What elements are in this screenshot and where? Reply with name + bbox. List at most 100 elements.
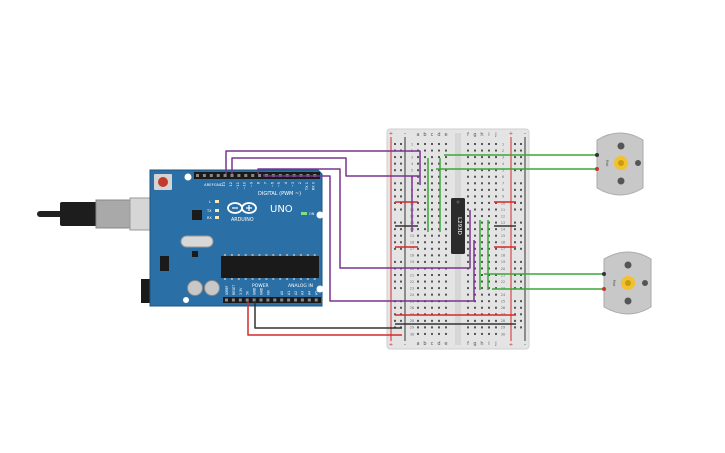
breadboard-hole[interactable] xyxy=(431,188,433,191)
breadboard-hole[interactable] xyxy=(495,332,497,335)
breadboard-hole[interactable] xyxy=(474,182,476,185)
rail-hole[interactable] xyxy=(400,201,402,204)
breadboard-hole[interactable] xyxy=(481,188,483,191)
rail-hole[interactable] xyxy=(400,247,402,250)
breadboard-hole[interactable] xyxy=(488,208,490,211)
breadboard-hole[interactable] xyxy=(438,306,440,309)
breadboard-hole[interactable] xyxy=(417,274,419,276)
rail-hole[interactable] xyxy=(400,195,402,198)
rail-hole[interactable] xyxy=(514,208,516,211)
rail-hole[interactable] xyxy=(400,260,402,263)
l293d-chip[interactable]: L293D xyxy=(451,198,465,254)
breadboard-hole[interactable] xyxy=(431,221,433,224)
breadboard-hole[interactable] xyxy=(474,267,476,270)
rail-hole[interactable] xyxy=(520,260,522,263)
breadboard-hole[interactable] xyxy=(438,241,440,244)
breadboard-hole[interactable] xyxy=(474,143,476,145)
rail-hole[interactable] xyxy=(394,306,396,309)
breadboard-hole[interactable] xyxy=(438,254,440,257)
breadboard-hole[interactable] xyxy=(438,215,440,218)
breadboard-hole[interactable] xyxy=(424,319,426,322)
digital-pin[interactable] xyxy=(251,174,255,177)
breadboard-hole[interactable] xyxy=(488,201,490,204)
breadboard-hole[interactable] xyxy=(474,234,476,237)
rail-hole[interactable] xyxy=(400,280,402,283)
breadboard-hole[interactable] xyxy=(474,247,476,250)
breadboard-hole[interactable] xyxy=(417,280,419,283)
breadboard-hole[interactable] xyxy=(431,326,433,329)
breadboard-hole[interactable] xyxy=(438,201,440,204)
rail-hole[interactable] xyxy=(520,247,522,250)
rail-hole[interactable] xyxy=(400,169,402,172)
breadboard-hole[interactable] xyxy=(445,228,447,231)
rail-hole[interactable] xyxy=(394,274,396,276)
breadboard-hole[interactable] xyxy=(467,306,469,309)
breadboard-hole[interactable] xyxy=(417,228,419,231)
breadboard-hole[interactable] xyxy=(431,254,433,257)
wire-purple-2[interactable] xyxy=(231,157,420,177)
breadboard-jumpers[interactable] xyxy=(395,158,516,325)
breadboard-hole[interactable] xyxy=(445,319,447,322)
breadboard-hole[interactable] xyxy=(495,208,497,211)
breadboard-hole[interactable] xyxy=(445,221,447,224)
rail-hole[interactable] xyxy=(520,208,522,211)
rail-hole[interactable] xyxy=(514,182,516,185)
breadboard-hole[interactable] xyxy=(445,241,447,244)
breadboard-hole[interactable] xyxy=(474,169,476,172)
rail-hole[interactable] xyxy=(514,241,516,244)
breadboard-hole[interactable] xyxy=(495,234,497,237)
reset-button-cap[interactable] xyxy=(158,177,168,187)
rail-hole[interactable] xyxy=(394,156,396,159)
breadboard-hole[interactable] xyxy=(424,188,426,191)
rail-hole[interactable] xyxy=(394,195,396,198)
rail-hole[interactable] xyxy=(520,228,522,231)
rail-hole[interactable] xyxy=(514,300,516,303)
breadboard-hole[interactable] xyxy=(424,175,426,178)
breadboard-hole[interactable] xyxy=(431,234,433,237)
breadboard-hole[interactable] xyxy=(495,300,497,303)
breadboard-hole[interactable] xyxy=(481,201,483,204)
breadboard-hole[interactable] xyxy=(495,326,497,329)
rail-hole[interactable] xyxy=(514,149,516,152)
breadboard-hole[interactable] xyxy=(481,234,483,237)
power-analog-pin[interactable] xyxy=(225,298,228,302)
breadboard-hole[interactable] xyxy=(438,280,440,283)
breadboard-hole[interactable] xyxy=(438,326,440,329)
breadboard-hole[interactable] xyxy=(488,306,490,309)
breadboard-hole[interactable] xyxy=(445,169,447,172)
breadboard-hole[interactable] xyxy=(474,162,476,165)
breadboard-hole[interactable] xyxy=(431,287,433,290)
breadboard-hole[interactable] xyxy=(474,149,476,152)
breadboard-hole[interactable] xyxy=(424,280,426,283)
rail-hole[interactable] xyxy=(400,287,402,290)
rail-hole[interactable] xyxy=(514,247,516,250)
breadboard-hole[interactable] xyxy=(488,293,490,296)
breadboard-hole[interactable] xyxy=(417,169,419,172)
rail-hole[interactable] xyxy=(400,228,402,231)
breadboard-hole[interactable] xyxy=(495,169,497,172)
breadboard-hole[interactable] xyxy=(424,254,426,257)
breadboard-hole[interactable] xyxy=(438,169,440,172)
breadboard-hole[interactable] xyxy=(474,201,476,204)
breadboard-hole[interactable] xyxy=(495,267,497,270)
rail-hole[interactable] xyxy=(394,234,396,237)
breadboard-hole[interactable] xyxy=(417,156,419,159)
breadboard-hole[interactable] xyxy=(488,221,490,224)
breadboard-hole[interactable] xyxy=(424,332,426,335)
breadboard-hole[interactable] xyxy=(467,215,469,218)
breadboard-hole[interactable] xyxy=(424,306,426,309)
breadboard-hole[interactable] xyxy=(445,332,447,335)
breadboard-hole[interactable] xyxy=(474,254,476,257)
breadboard-hole[interactable] xyxy=(424,182,426,185)
breadboard-hole[interactable] xyxy=(488,247,490,250)
power-analog-pin[interactable] xyxy=(231,298,235,302)
breadboard-hole[interactable] xyxy=(438,208,440,211)
breadboard-hole[interactable] xyxy=(445,260,447,263)
breadboard-hole[interactable] xyxy=(445,162,447,165)
breadboard-hole[interactable] xyxy=(424,156,426,159)
rail-hole[interactable] xyxy=(520,313,522,316)
wire-black-gnd[interactable] xyxy=(254,301,402,329)
breadboard-hole[interactable] xyxy=(481,293,483,296)
breadboard-hole[interactable] xyxy=(495,228,497,231)
breadboard-hole[interactable] xyxy=(481,254,483,257)
